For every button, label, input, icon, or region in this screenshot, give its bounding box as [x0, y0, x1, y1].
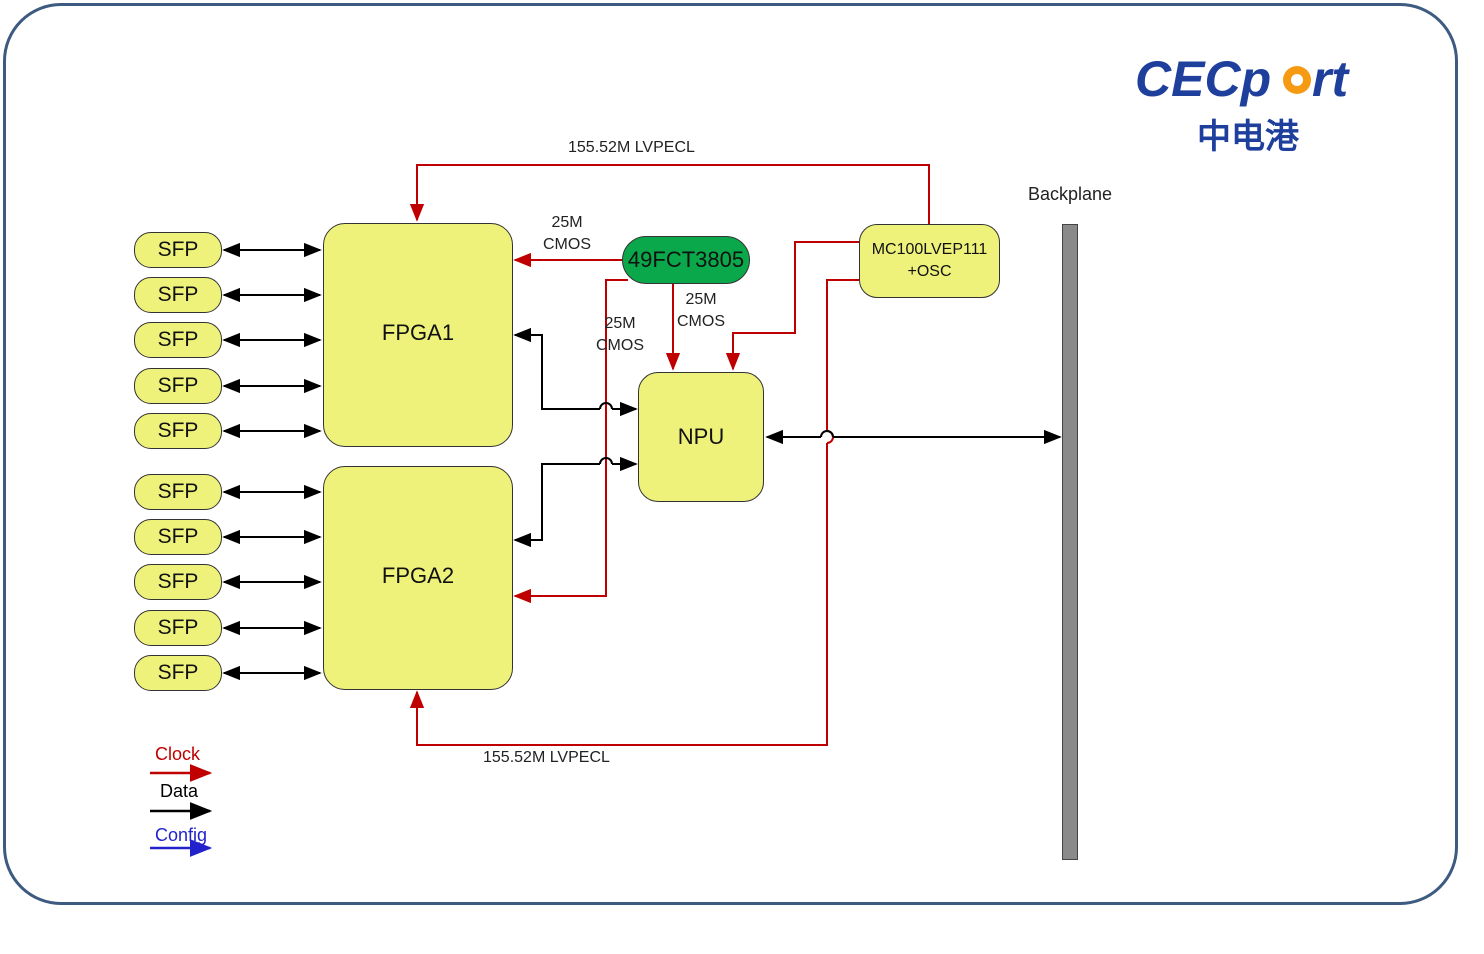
buf-fpga1-label: 25M CMOS [540, 212, 594, 256]
svg-text:CECp: CECp [1135, 52, 1271, 107]
buf-fpga2-label: 25M CMOS [593, 313, 647, 357]
sfp-label: SFP [157, 419, 199, 442]
sfp-label: SFP [157, 525, 199, 548]
backplane-bar [1062, 224, 1078, 860]
legend-data-label: Data [160, 781, 199, 801]
fpga-npu-data-lines [513, 327, 1062, 548]
fpga2-label: FPGA2 [381, 563, 455, 588]
sfp-label: SFP [157, 616, 199, 639]
sfp-module-7: SFP [134, 519, 222, 555]
npu-block: NPU [638, 372, 764, 502]
sfp-label: SFP [157, 374, 199, 397]
svg-text:中电港: 中电港 [1197, 117, 1300, 156]
sfp-module-6: SFP [134, 474, 222, 510]
buf-npu-freq: 25M [685, 291, 717, 308]
top-clock-label: 155.52M LVPECL [568, 139, 695, 156]
oscillator-label-line2: +OSC [907, 263, 952, 280]
buf-fpga2-freq: 25M [604, 315, 636, 332]
bottom-clock-label: 155.52M LVPECL [483, 749, 610, 766]
buf-npu-type: CMOS [677, 313, 725, 330]
buf-fpga2-type: CMOS [596, 337, 644, 354]
npu-label: NPU [677, 424, 725, 449]
legend-clock-label: Clock [155, 744, 201, 764]
sfp-module-5: SFP [134, 413, 222, 449]
buf-npu-label: 25M CMOS [674, 289, 728, 333]
sfp-module-1: SFP [134, 232, 222, 268]
sfp-module-8: SFP [134, 564, 222, 600]
backplane-label: Backplane [1028, 184, 1113, 204]
sfp-label: SFP [157, 283, 199, 306]
sfp-label: SFP [157, 238, 199, 261]
sfp-module-3: SFP [134, 322, 222, 358]
buf-fpga1-freq: 25M [551, 214, 583, 231]
clock-buffer-label: 49FCT3805 [627, 247, 745, 272]
sfp-module-10: SFP [134, 655, 222, 691]
cecport-logo: CECp rt 中电港 [1135, 52, 1350, 156]
sfp-module-2: SFP [134, 277, 222, 313]
fpga2-block: FPGA2 [323, 466, 513, 690]
fpga1-block: FPGA1 [323, 223, 513, 447]
slide-frame [3, 3, 1458, 905]
buf-fpga1-type: CMOS [543, 236, 591, 253]
fpga1-label: FPGA1 [381, 320, 455, 345]
sfp-label: SFP [157, 661, 199, 684]
sfp-data-lines [222, 242, 322, 681]
sfp-module-9: SFP [134, 610, 222, 646]
svg-text:rt: rt [1312, 52, 1350, 107]
oscillator-block: MC100LVEP111 +OSC [859, 224, 1000, 298]
legend-config-label: Config [155, 825, 208, 845]
sfp-label: SFP [157, 570, 199, 593]
sfp-label: SFP [157, 480, 199, 503]
sfp-label: SFP [157, 328, 199, 351]
oscillator-label-line1: MC100LVEP111 [871, 241, 988, 258]
sfp-module-4: SFP [134, 368, 222, 404]
clock-buffer-block: 49FCT3805 [622, 236, 750, 284]
clock-lines [409, 164, 930, 746]
